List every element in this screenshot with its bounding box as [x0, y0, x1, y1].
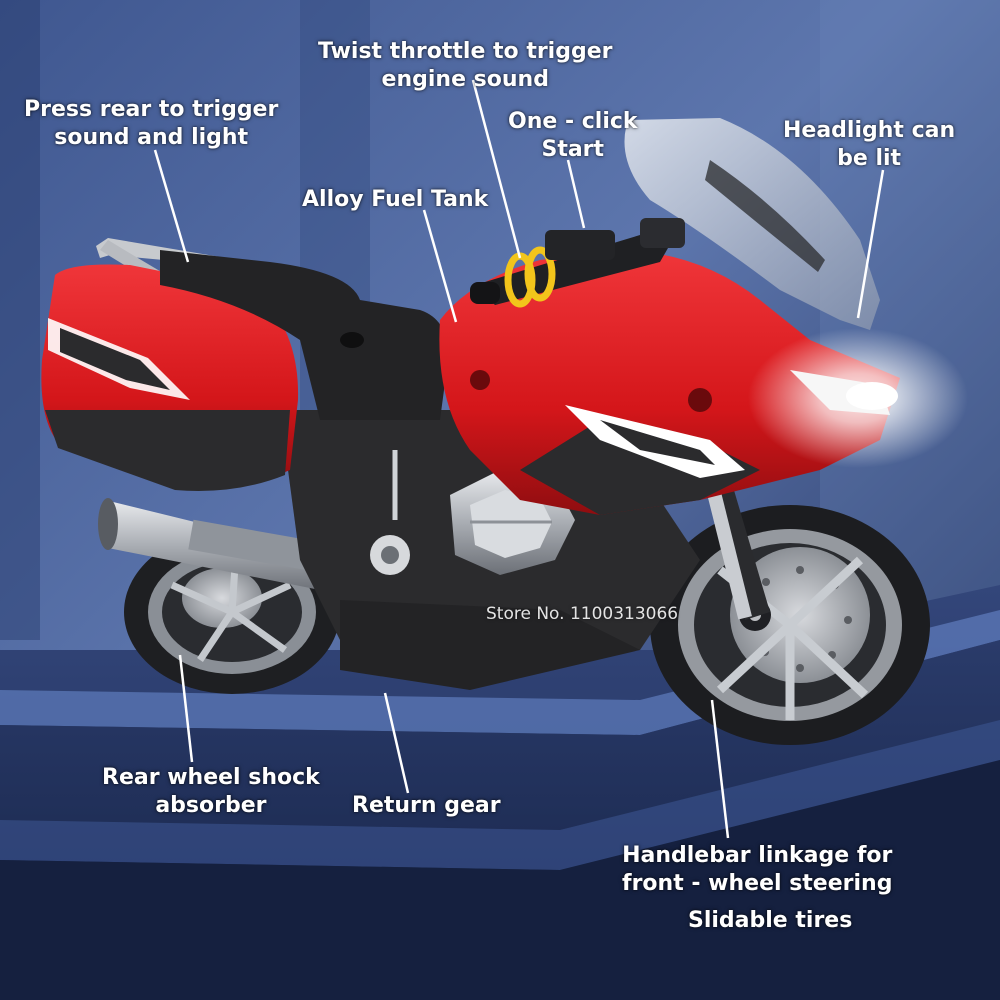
- callout-headlight-line2: be lit: [837, 146, 902, 171]
- front-wheel: [650, 505, 930, 745]
- callout-handlebar: Handlebar linkage for front - wheel stee…: [622, 842, 892, 898]
- callout-tires-line1: Slidable tires: [688, 908, 853, 933]
- callout-throttle-line2: engine sound: [381, 67, 549, 92]
- callout-return-gear-line1: Return gear: [352, 793, 501, 818]
- callout-rear-shock-line1: Rear wheel shock: [102, 765, 320, 790]
- callout-rear-press-line1: Press rear to trigger: [24, 97, 279, 122]
- side-case: [41, 264, 299, 491]
- callout-return-gear: Return gear: [352, 792, 501, 820]
- leader-lines: [153, 79, 885, 839]
- exhaust: [98, 498, 350, 592]
- callout-headlight: Headlight can be lit: [783, 117, 955, 173]
- callout-one-click: One - click Start: [508, 108, 638, 164]
- callout-one-click-line2: Start: [541, 137, 605, 162]
- store-watermark: Store No. 1100313066: [486, 604, 679, 624]
- callout-tires: Slidable tires: [688, 907, 852, 935]
- callout-headlight-line1: Headlight can: [783, 118, 956, 143]
- callout-rear-shock-line2: absorber: [155, 793, 267, 818]
- callout-rear-press: Press rear to trigger sound and light: [24, 96, 278, 152]
- callout-throttle: Twist throttle to trigger engine sound: [318, 38, 613, 94]
- callout-one-click-line1: One - click: [508, 109, 638, 134]
- callout-fuel-tank-line1: Alloy Fuel Tank: [302, 187, 489, 212]
- callout-handlebar-line1: Handlebar linkage for: [622, 843, 893, 868]
- callout-rear-press-line2: sound and light: [54, 125, 249, 150]
- callout-handlebar-line2: front - wheel steering: [622, 871, 893, 896]
- callout-fuel-tank: Alloy Fuel Tank: [302, 186, 488, 214]
- callout-throttle-line1: Twist throttle to trigger: [318, 39, 613, 64]
- callout-rear-shock: Rear wheel shock absorber: [102, 764, 320, 820]
